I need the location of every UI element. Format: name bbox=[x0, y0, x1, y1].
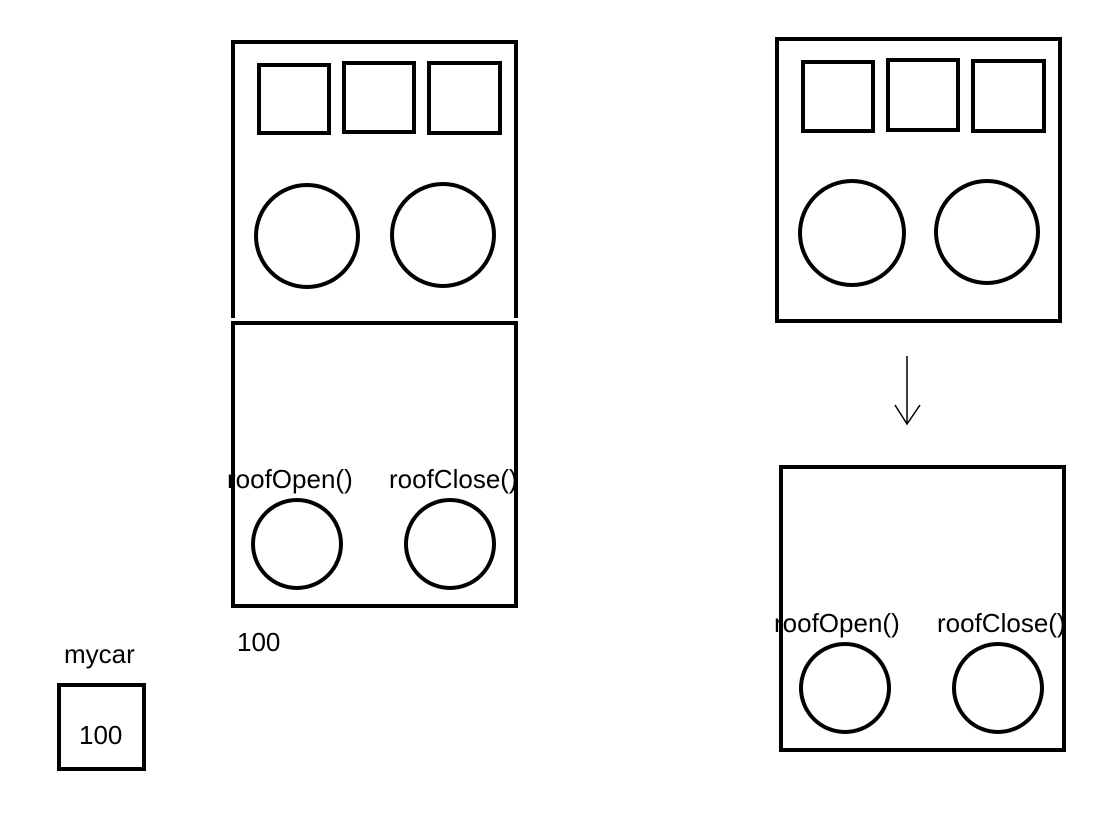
right-field-box-1 bbox=[801, 60, 875, 133]
right-roof-open-circle bbox=[799, 642, 891, 734]
right-field-box-3 bbox=[971, 59, 1046, 133]
right-field-box-2 bbox=[886, 58, 960, 132]
right-roof-close-circle bbox=[952, 642, 1044, 734]
left-roof-close-circle bbox=[404, 498, 496, 590]
left-parent-object bbox=[231, 40, 518, 318]
left-roof-open-circle bbox=[251, 498, 343, 590]
left-parent-box bbox=[231, 40, 518, 318]
variable-box bbox=[57, 683, 146, 771]
left-child-object: roofOpen() roofClose() bbox=[227, 321, 518, 608]
right-parent-box bbox=[775, 37, 1062, 323]
left-field-box-2 bbox=[342, 61, 416, 134]
left-field-box-3 bbox=[427, 61, 502, 135]
left-child-box bbox=[231, 321, 518, 608]
right-parent-object bbox=[775, 37, 1062, 323]
right-child-box bbox=[779, 465, 1066, 752]
right-roof-open-label: roofOpen() bbox=[774, 608, 900, 638]
address-label: 100 bbox=[237, 627, 280, 657]
right-method-circle-1 bbox=[798, 179, 906, 287]
variable-value-label: 100 bbox=[79, 720, 122, 750]
right-child-object: roofOpen() roofClose() bbox=[774, 465, 1066, 752]
left-method-circle-2 bbox=[390, 182, 496, 288]
left-method-circle-1 bbox=[254, 183, 360, 289]
left-roof-close-label: roofClose() bbox=[389, 464, 518, 494]
left-roof-open-label: roofOpen() bbox=[227, 464, 353, 494]
reference-variable: mycar 100 bbox=[57, 639, 146, 771]
left-field-box-1 bbox=[257, 63, 331, 135]
variable-name-label: mycar bbox=[64, 639, 135, 669]
right-roof-close-label: roofClose() bbox=[937, 608, 1066, 638]
right-method-circle-2 bbox=[934, 179, 1040, 285]
down-arrow-icon bbox=[894, 356, 921, 426]
